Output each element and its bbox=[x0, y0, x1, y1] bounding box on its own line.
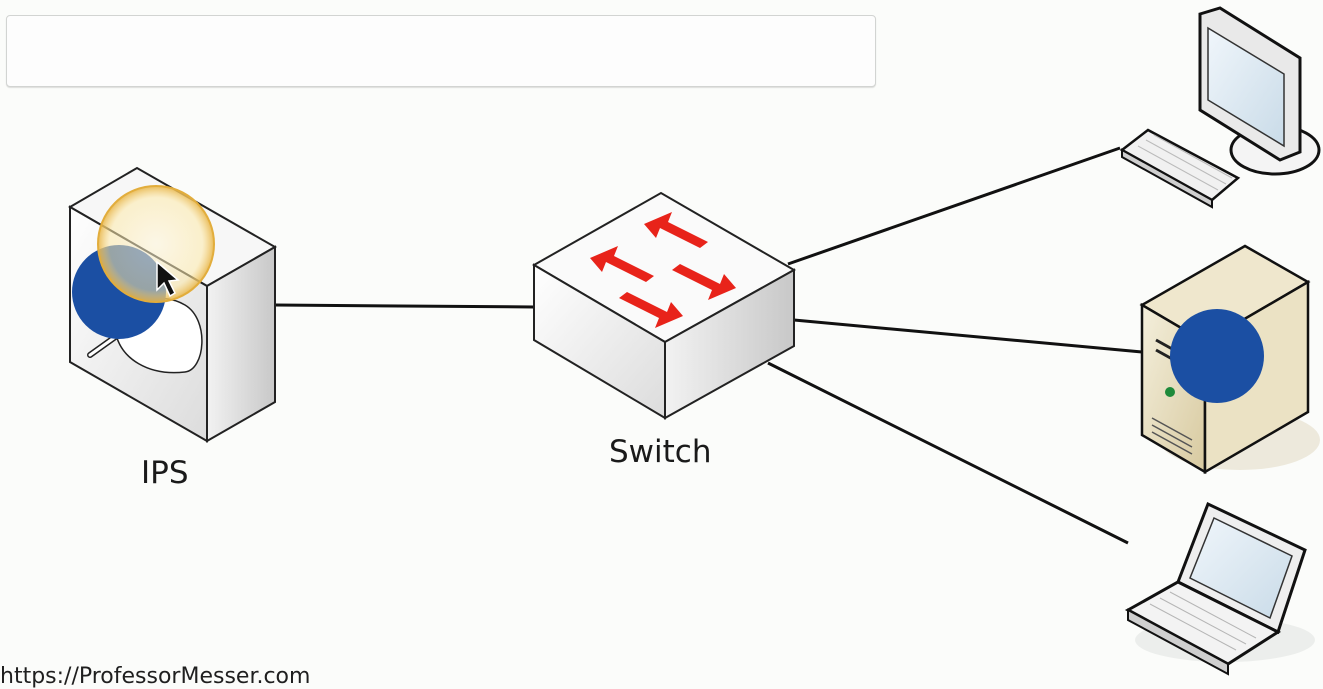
ips-appliance-icon bbox=[68, 166, 278, 443]
switch-label: Switch bbox=[609, 434, 712, 470]
laptop-icon bbox=[1124, 501, 1315, 676]
link-switch-server bbox=[793, 318, 1143, 354]
link-switch-desktop bbox=[787, 146, 1121, 266]
watermark-url: https://ProfessorMesser.com bbox=[0, 664, 311, 689]
desktop-computer-icon bbox=[1119, 6, 1321, 209]
link-ips-switch bbox=[274, 303, 535, 309]
link-switch-laptop bbox=[767, 361, 1129, 545]
switch-arrows bbox=[590, 212, 736, 328]
connection-lines bbox=[274, 146, 1143, 545]
title-box bbox=[6, 15, 876, 87]
cursor-halo bbox=[97, 185, 215, 303]
switch-icon bbox=[531, 191, 797, 420]
mouse-cursor-icon bbox=[156, 260, 180, 298]
server-tower-icon bbox=[1139, 244, 1320, 475]
highlight-dot bbox=[1170, 309, 1264, 403]
ips-label: IPS bbox=[141, 455, 189, 491]
